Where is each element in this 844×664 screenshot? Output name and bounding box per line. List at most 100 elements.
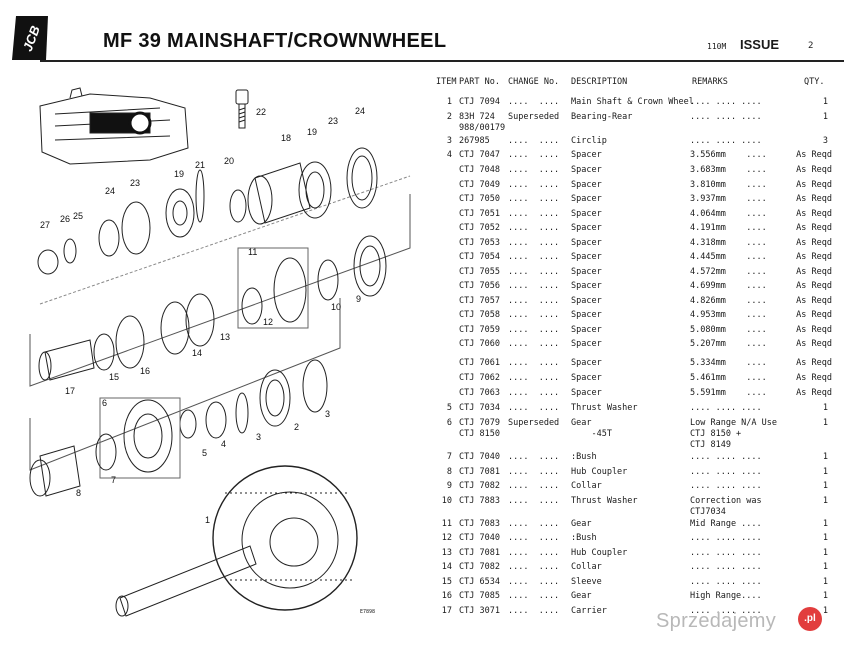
row-change-number: .... .... [508,467,560,477]
row-description: Spacer [571,165,602,175]
row-remarks: .... .... .... [690,577,762,587]
row-remarks: .... .... .... [690,97,762,107]
row-part-number: CTJ 7060 [459,339,500,349]
row-quantity: 3 [822,136,828,146]
row-quantity: As Reqd [796,388,832,398]
col-remarks-header: REMARKS [692,77,728,87]
row-part-number: CTJ 7057 [459,296,500,306]
row-item: 4 [446,150,452,160]
col-qty-header: QTY. [804,77,825,87]
callout-4: 4 [221,439,226,449]
row-change-number: .... .... [508,519,560,529]
row-quantity: As Reqd [796,358,832,368]
callout-18: 18 [281,133,291,143]
row-item: 13 [441,548,452,558]
row-change-number: .... .... [508,496,560,506]
issue-label: ISSUE [740,37,780,52]
row-description: Spacer [571,238,602,248]
row-quantity: As Reqd [796,165,832,175]
row-remarks: .... .... .... [690,533,762,543]
callout-12: 12 [263,317,273,327]
row-description: Spacer [571,150,602,160]
row-part-number: CTJ 7085 [459,591,500,601]
col-change-header: CHANGE No. [508,77,560,87]
row-description: :Bush [571,452,597,462]
callout-1: 1 [205,515,210,525]
callout-14: 14 [192,348,202,358]
row-change-number: .... .... [508,548,560,558]
row-quantity: As Reqd [796,194,832,204]
row-part-number: CTJ 7061 [459,358,500,368]
row-part-number: CTJ 7054 [459,252,500,262]
row-remarks: 5.591mm .... [690,388,767,398]
row-remarks: 5.334mm .... [690,358,767,368]
callout-9: 9 [356,294,361,304]
row-part-number: CTJ 7056 [459,281,500,291]
row-item: 8 [446,467,452,477]
row-description: Gear [571,591,592,601]
row-part-number: CTJ 7053 [459,238,500,248]
row-change-number: .... .... [508,223,560,233]
row-quantity: 1 [822,562,828,572]
row-part-number: CTJ 7051 [459,209,500,219]
row-quantity: As Reqd [796,209,832,219]
callout-20: 20 [224,156,234,166]
row-change-number: .... .... [508,209,560,219]
row-change-number: .... .... [508,150,560,160]
header-divider [40,60,844,62]
row-quantity: As Reqd [796,296,832,306]
callout-25: 25 [73,211,83,221]
row-description: Spacer [571,180,602,190]
row-change-number: .... .... [508,358,560,368]
lower-gear-group [29,298,341,497]
col-part-header: PART No. [459,77,500,87]
row-change-number: .... .... [508,97,560,107]
row-change-number: .... .... [508,194,560,204]
row-item: 5 [446,403,452,413]
row-quantity: As Reqd [796,373,832,383]
row-item: 9 [446,481,452,491]
row-part-number: CTJ 7058 [459,310,500,320]
row-description: Spacer [571,373,602,383]
row-change-number: .... .... [508,281,560,291]
row-item: 1 [446,97,452,107]
row-part-number: CTJ 7081 [459,548,500,558]
callout-3b: 3 [256,432,261,442]
row-quantity: 1 [822,403,828,413]
row-part-number: CTJ 7049 [459,180,500,190]
callout-24b: 24 [105,186,115,196]
row-part-number: CTJ 7063 [459,388,500,398]
row-item: 16 [441,591,452,601]
row-change-number: .... .... [508,591,560,601]
row-quantity: 1 [822,591,828,601]
row-change-number: .... .... [508,238,560,248]
callout-15: 15 [109,372,119,382]
row-quantity: As Reqd [796,267,832,277]
row-remarks: 4.953mm .... [690,310,767,320]
row-change-number: .... .... [508,296,560,306]
row-description: Collar [571,562,602,572]
row-change-number: .... .... [508,267,560,277]
callout-19: 19 [307,127,317,137]
row-part-number: CTJ 7059 [459,325,500,335]
row-remarks: Correction was CTJ7034 [690,496,762,517]
row-part-number: CTJ 7048 [459,165,500,175]
jcb-logo: JCB [12,16,50,60]
row-item: 7 [446,452,452,462]
row-quantity: As Reqd [796,180,832,190]
row-description: Gear [571,519,592,529]
drawing-code: E7898 [360,609,376,615]
row-item: 3 [446,136,452,146]
row-part-number: CTJ 7055 [459,267,500,277]
row-remarks: .... .... .... [690,562,762,572]
row-change-number: .... .... [508,577,560,587]
row-part-number: CTJ 7047 [459,150,500,160]
row-item: 10 [441,496,452,506]
callout-5: 5 [202,448,207,458]
row-part-number: CTJ 3071 [459,606,500,616]
row-description: Main Shaft & Crown Wheel [571,97,694,107]
row-description: :Bush [571,533,597,543]
row-quantity: 1 [822,533,828,543]
row-quantity: 1 [822,481,828,491]
row-description: Thrust Washer [571,403,638,413]
